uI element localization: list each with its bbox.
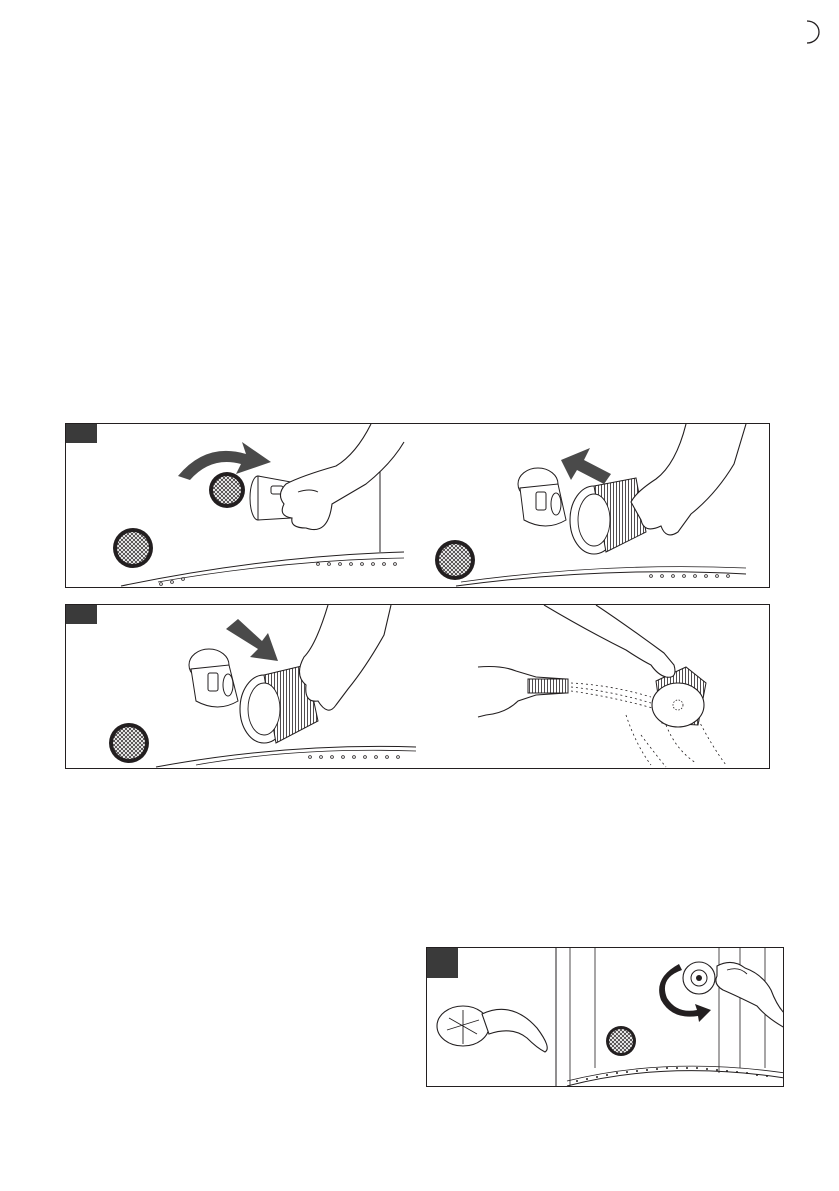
filter-housing-icon: [518, 468, 566, 526]
filter-cartridge-icon: [652, 667, 706, 727]
hand-icon: [631, 424, 746, 535]
push-arrow-icon: [226, 619, 278, 661]
fitting-icon: [683, 962, 715, 994]
illustration-insert-and-rinse: [66, 605, 770, 769]
spanner-tool-icon: [437, 1006, 547, 1052]
hand-icon: [280, 424, 404, 530]
illustration-spanner-tighten: [427, 948, 784, 1087]
wall-dots-right: [650, 575, 730, 578]
wall-dots: [576, 1067, 768, 1082]
filter-grille-icon: [109, 723, 149, 763]
pull-arrow-icon: [561, 448, 611, 484]
filter-grille-icon: [435, 540, 475, 580]
crop-mark-icon: [806, 20, 820, 44]
instruction-panel-3: [426, 947, 784, 1087]
instruction-panel-2: [65, 604, 770, 769]
wall-dots: [309, 756, 400, 759]
filter-grille-icon: [606, 1026, 636, 1056]
hand-icon: [299, 605, 391, 710]
hand-icon: [544, 605, 675, 677]
filter-cartridge-icon: [570, 478, 646, 554]
wall-dots-left: [160, 563, 397, 586]
filter-housing-icon: [189, 649, 238, 707]
hose-nozzle-icon: [528, 679, 568, 693]
instruction-panel-1: [65, 423, 770, 588]
filter-grille-icon: [113, 528, 153, 568]
hand-icon: [716, 962, 784, 1028]
filter-grille-icon: [209, 472, 245, 508]
illustration-remove-filter: [66, 424, 770, 588]
